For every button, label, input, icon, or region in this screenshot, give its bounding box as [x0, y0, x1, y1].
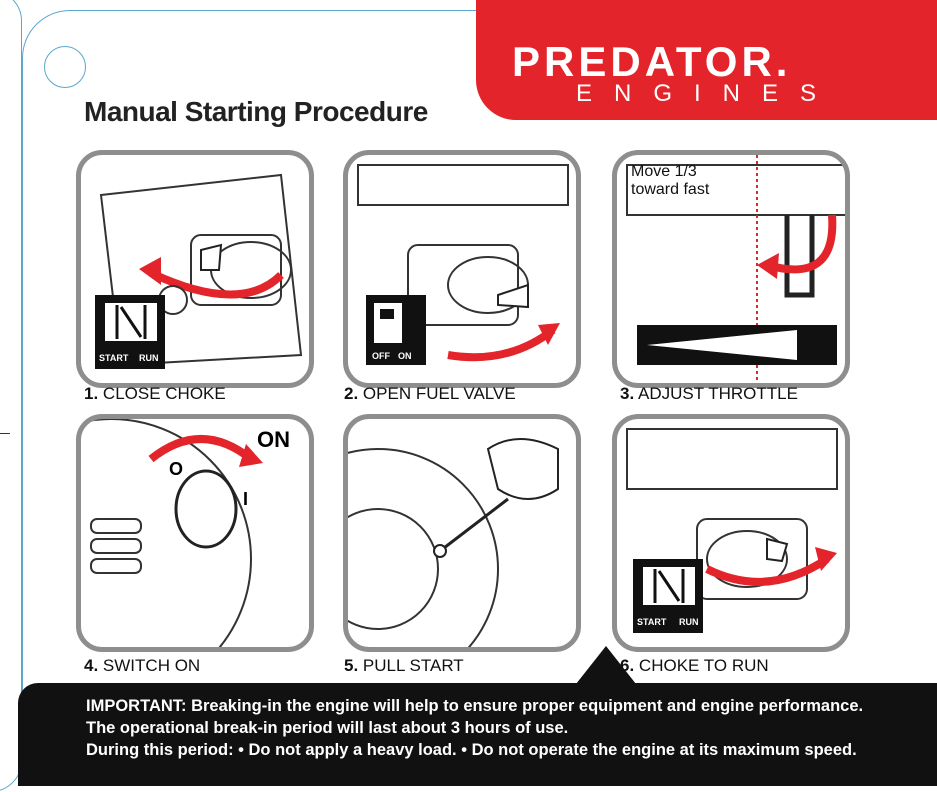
on-label: ON: [398, 351, 412, 361]
caption-2: 2. OPEN FUEL VALVE: [344, 384, 516, 403]
off-label: OFF: [372, 351, 390, 361]
footer-line-2: The operational break-in period will las…: [86, 719, 569, 737]
fuel-valve-illustration: [357, 164, 569, 365]
left-border-arc: [0, 0, 22, 792]
run-label-6: RUN: [679, 617, 699, 627]
choke-run-illustration: [626, 428, 838, 633]
brand-sub: ENGINES: [576, 80, 839, 107]
tick-mark: [0, 433, 10, 434]
caption-1: 1. CLOSE CHOKE: [84, 384, 226, 403]
step-5-panel: [343, 414, 581, 652]
step-4-panel: ON O I: [76, 414, 314, 652]
brand-name: PREDATOR.: [512, 38, 792, 85]
footer-line-1: IMPORTANT: Breaking-in the engine will h…: [86, 697, 864, 715]
start-label-6: START: [637, 617, 667, 627]
caption-6: 6. CHOKE TO RUN: [620, 656, 769, 675]
on-text: ON: [257, 427, 290, 452]
caption-4: 4. SWITCH ON: [84, 656, 201, 675]
footer-notch: [576, 646, 636, 684]
o-text: O: [169, 459, 184, 479]
i-text: I: [243, 489, 249, 509]
run-label: RUN: [139, 353, 159, 363]
caption-5: 5. PULL START: [344, 656, 464, 675]
caption-3: 3. ADJUST THROTTLE: [620, 384, 798, 403]
step-6-panel: START RUN: [612, 414, 850, 652]
step-1-panel: START RUN: [76, 150, 314, 388]
hole-circle: [44, 46, 86, 88]
start-label: START: [99, 353, 129, 363]
throttle-note-line1: Move 1/3: [631, 163, 697, 180]
footer-line-3: During this period: • Do not apply a hea…: [86, 741, 857, 759]
step-2-panel: OFF ON: [343, 150, 581, 388]
brand-banner: PREDATOR. ENGINES: [476, 0, 937, 120]
pull-start-illustration: [348, 438, 559, 647]
throttle-note-line2: toward fast: [631, 181, 710, 198]
throttle-illustration: [626, 155, 845, 383]
choke-illustration: [95, 173, 303, 369]
important-footer: [18, 683, 937, 786]
switch-illustration: [81, 419, 263, 647]
page-title: Manual Starting Procedure: [84, 96, 428, 127]
step-3-panel: Move 1/3 toward fast: [612, 150, 850, 388]
